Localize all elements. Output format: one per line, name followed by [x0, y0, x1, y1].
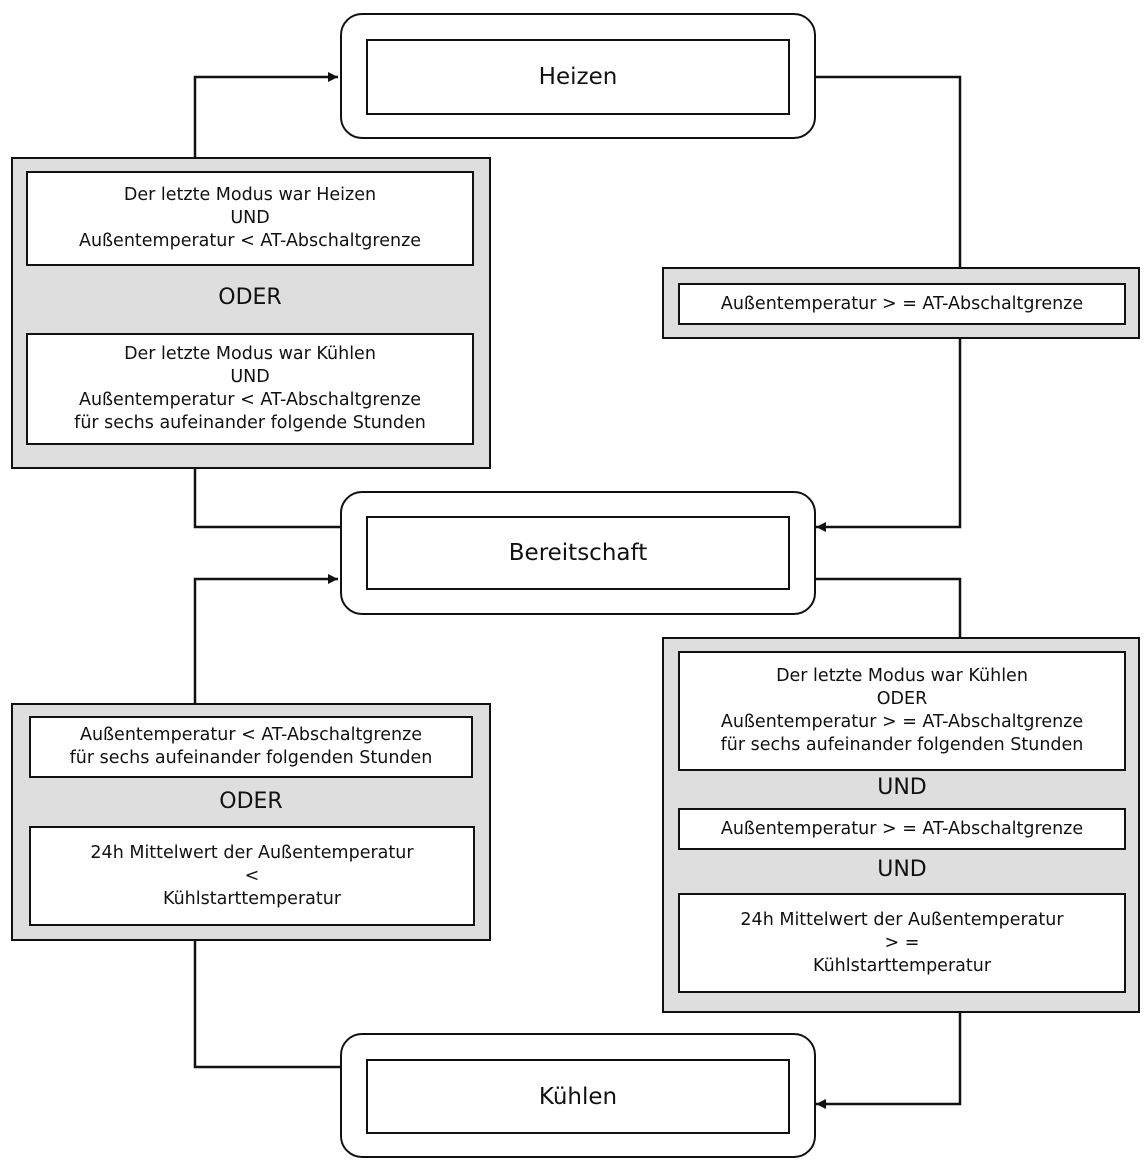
- condition-box: Außentemperatur < AT-Abschaltgrenze für …: [29, 716, 473, 778]
- condition-box: Der letzte Modus war Heizen UND Außentem…: [26, 171, 474, 266]
- condition-line: Außentemperatur < AT-Abschaltgrenze: [78, 231, 422, 251]
- condition-box: Außentemperatur > = AT-Abschaltgrenze: [678, 808, 1126, 850]
- line-bereitschaft-to-group: [816, 577, 962, 637]
- condition-line: Außentemperatur > = AT-Abschaltgrenze: [720, 293, 1084, 314]
- condition-line: > =: [884, 932, 920, 953]
- condition-box: Der letzte Modus war Kühlen ODER Außente…: [678, 651, 1126, 771]
- arrow-group-to-kuehlen: [816, 1013, 962, 1109]
- condition-line: <: [244, 865, 260, 886]
- arrow-condition-to-bereitschaft: [816, 339, 962, 532]
- arrow-to-bereitschaft: [193, 574, 338, 703]
- condition-box: 24h Mittelwert der Außentemperatur > = K…: [678, 893, 1126, 993]
- logic-operator: ODER: [219, 789, 283, 814]
- condition-line: Der letzte Modus war Kühlen: [776, 666, 1028, 686]
- condition-line: für sechs aufeinander folgenden Stunden: [69, 748, 433, 768]
- condition-line: 24h Mittelwert der Außentemperatur: [90, 842, 414, 863]
- state-heizen-label: Heizen: [366, 39, 790, 115]
- condition-line: Kühlstarttemperatur: [162, 888, 342, 909]
- condition-line: Außentemperatur < AT-Abschaltgrenze: [79, 725, 423, 745]
- line-group-to-kuehlen: [193, 941, 341, 1069]
- condition-line: UND: [230, 208, 270, 228]
- line-heizen-to-condition: [816, 75, 962, 267]
- condition-line: ODER: [876, 689, 928, 709]
- condition-line: für sechs aufeinander folgende Stunden: [74, 413, 426, 433]
- state-bereitschaft-label: Bereitschaft: [366, 516, 790, 590]
- condition-line: Der letzte Modus war Kühlen: [124, 344, 376, 364]
- condition-line: Außentemperatur < AT-Abschaltgrenze: [78, 390, 422, 410]
- logic-operator: ODER: [218, 285, 282, 310]
- condition-line: UND: [230, 367, 270, 387]
- condition-line: Kühlstarttemperatur: [812, 955, 992, 976]
- condition-box: 24h Mittelwert der Außentemperatur < Küh…: [29, 826, 475, 926]
- arrow-to-heizen: [193, 72, 338, 157]
- condition-line: Der letzte Modus war Heizen: [123, 185, 377, 205]
- line-group-to-bereitschaft: [193, 469, 341, 529]
- condition-line: 24h Mittelwert der Außentemperatur: [740, 909, 1064, 930]
- condition-line: Außentemperatur > = AT-Abschaltgrenze: [720, 818, 1084, 839]
- condition-line: für sechs aufeinander folgenden Stunden: [720, 735, 1084, 755]
- condition-line: Außentemperatur > = AT-Abschaltgrenze: [720, 712, 1084, 732]
- logic-operator: UND: [877, 775, 927, 800]
- state-kuehlen-label: Kühlen: [366, 1059, 790, 1134]
- condition-box: Der letzte Modus war Kühlen UND Außentem…: [26, 333, 474, 445]
- logic-operator: UND: [877, 857, 927, 882]
- condition-box: Außentemperatur > = AT-Abschaltgrenze: [678, 283, 1126, 325]
